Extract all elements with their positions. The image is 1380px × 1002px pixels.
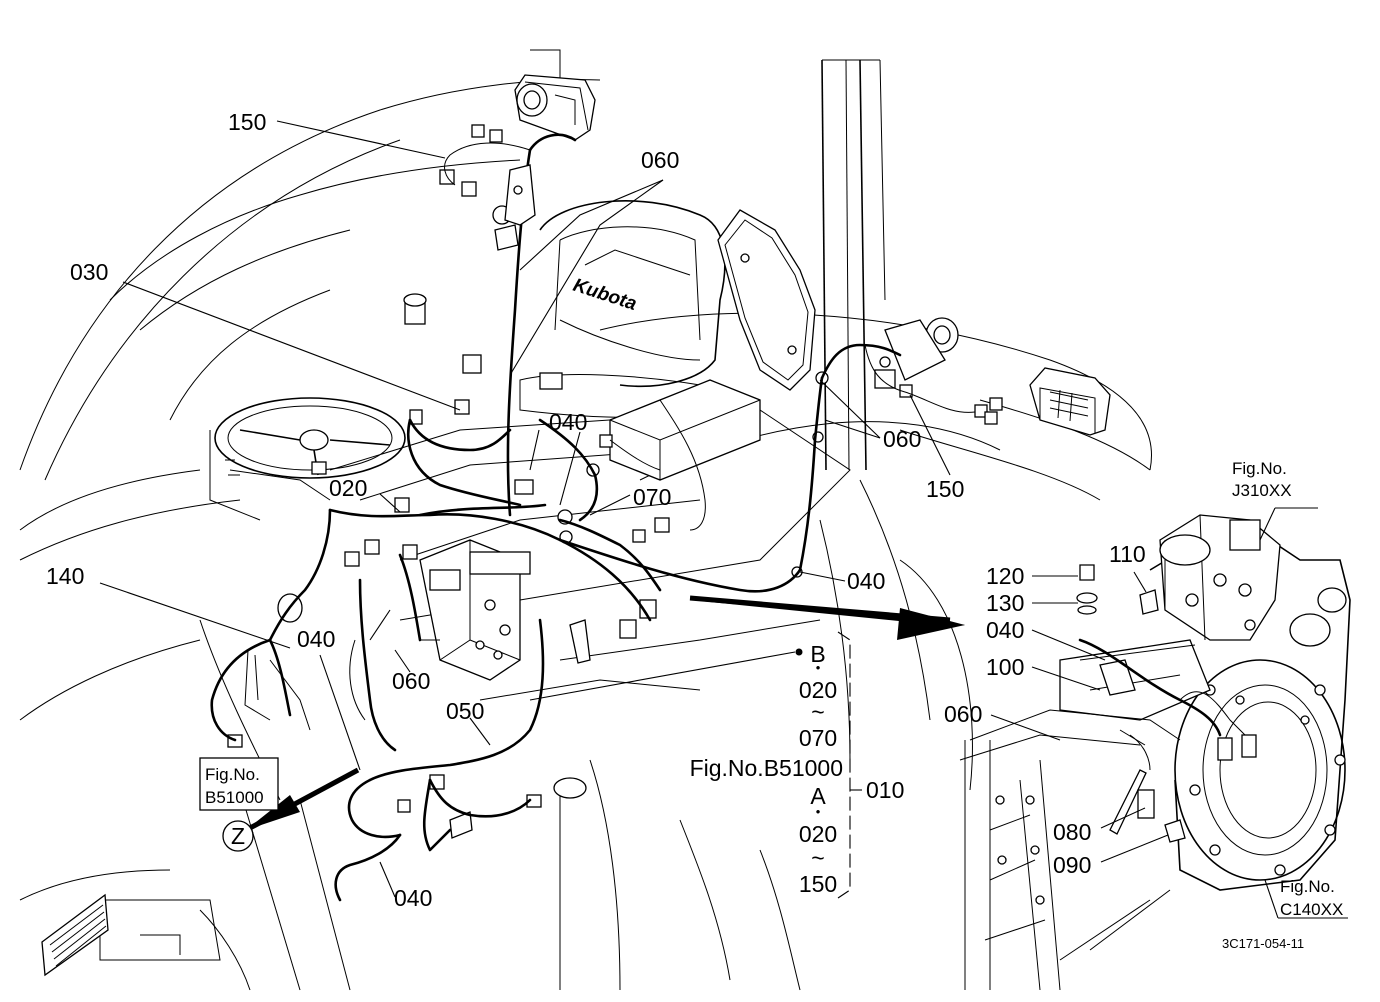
fig-ref-b51000-line2: B51000	[205, 788, 264, 807]
steering-wheel	[209, 397, 406, 521]
operator-seat: Kubota	[519, 200, 761, 481]
assembly-b-label: B	[810, 641, 825, 667]
callout-110: 110	[1109, 541, 1146, 567]
callout-120: 120	[986, 563, 1024, 589]
assembly-b-to: 070	[799, 725, 837, 751]
callout-090: 090	[1053, 852, 1091, 878]
callout-130: 130	[986, 590, 1024, 616]
assembly-fig-ref: Fig.No.B51000	[690, 755, 843, 781]
assembly-b-dot: •	[816, 660, 821, 675]
callout-140: 140	[46, 563, 84, 589]
fig-ref-c140-line2: C140XX	[1280, 900, 1343, 919]
leader-lines	[99, 120, 1348, 919]
light-bracket	[494, 164, 536, 251]
callout-040-right: 040	[847, 568, 885, 594]
assembly-b-tilde: ~	[811, 699, 824, 725]
callout-030: 030	[70, 259, 108, 285]
callout-060-low: 060	[392, 668, 430, 694]
callout-100: 100	[986, 654, 1024, 680]
view-marker-letter: Z	[231, 823, 245, 849]
assembly-main-part: 010	[866, 777, 904, 803]
front-work-light	[514, 74, 596, 141]
callout-070: 070	[633, 484, 671, 510]
fig-ref-b51000-box	[199, 757, 279, 811]
callout-040-left: 040	[297, 626, 335, 652]
tractor-body-outline	[19, 49, 1152, 991]
callout-040-mid: 040	[549, 409, 587, 435]
assembly-a-to: 150	[799, 871, 837, 897]
callout-020: 020	[329, 475, 367, 501]
assembly-a-tilde: ~	[811, 845, 824, 871]
fig-ref-c140-line1: Fig.No.	[1280, 877, 1335, 896]
callout-080: 080	[1053, 819, 1091, 845]
grille-icon	[41, 893, 109, 977]
part-callouts: 150 060 030 040 070 060 150 020 040 140 …	[46, 109, 1146, 911]
drawing-code: 3C171-054-11	[1222, 936, 1304, 951]
hydraulic-valve-block	[419, 539, 531, 681]
rear-work-light	[1029, 367, 1111, 436]
fig-ref-b51000-line1: Fig.No.	[205, 765, 260, 784]
callout-060-inset: 060	[944, 701, 982, 727]
callout-060-right: 060	[883, 426, 921, 452]
rear-panel	[717, 209, 816, 391]
seat-brand-logo: Kubota	[570, 275, 639, 315]
callout-050: 050	[446, 698, 484, 724]
view-marker-z: Z	[222, 820, 254, 852]
callout-150-top: 150	[228, 109, 266, 135]
assembly-a-label: A	[810, 783, 826, 809]
beacon-lamp	[874, 317, 959, 389]
ground-plate	[553, 777, 587, 799]
assembly-a-from: 020	[799, 821, 837, 847]
fig-ref-j310-line1: Fig.No.	[1232, 459, 1287, 478]
callout-040-inset: 040	[986, 617, 1024, 643]
assembly-b-from: 020	[799, 677, 837, 703]
figure-references: Fig.No. J310XX Fig.No. B51000 Fig.No. C1…	[199, 459, 1343, 919]
inset-engine-housing	[959, 514, 1351, 991]
assembly-group-label: B • 020 ~ 070 Fig.No.B51000 A • 020 ~ 15…	[690, 641, 905, 897]
assembly-a-dot: •	[816, 804, 821, 819]
callout-150-right: 150	[926, 476, 964, 502]
fig-ref-j310-line2: J310XX	[1232, 481, 1292, 500]
callout-040-bottom: 040	[394, 885, 432, 911]
callout-060-top: 060	[641, 147, 679, 173]
